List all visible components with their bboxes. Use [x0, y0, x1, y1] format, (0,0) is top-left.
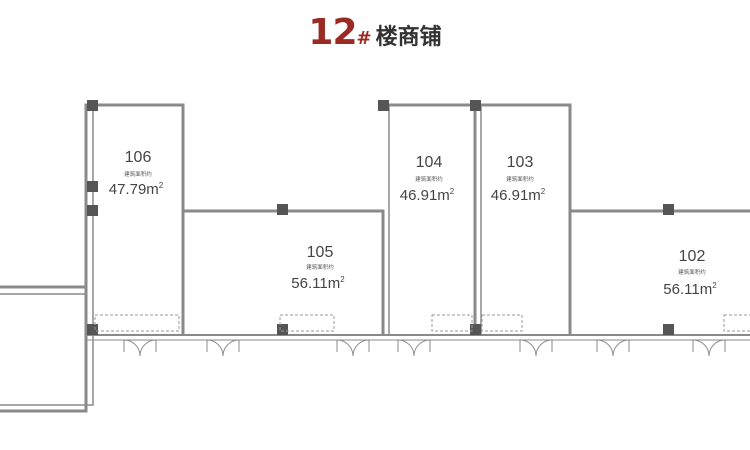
building-hash: # [356, 28, 372, 49]
building-number: 12 [308, 12, 357, 53]
unit-number: 103 [507, 154, 534, 171]
unit-number: 105 [307, 244, 334, 261]
counter-106 [94, 314, 180, 332]
unit-number: 106 [125, 149, 152, 166]
unit-area: 56.11m2 [663, 281, 717, 298]
unit-area: 47.79m2 [109, 181, 164, 198]
unit-104-label: 104 建筑面积约 46.91m2 [400, 154, 455, 204]
door [596, 339, 614, 357]
doors [123, 339, 726, 357]
door [397, 339, 415, 357]
door [139, 339, 157, 357]
unit-number: 104 [416, 154, 443, 171]
counter-103 [481, 314, 523, 332]
unit-106-label: 106 建筑面积约 47.79m2 [109, 149, 164, 198]
column [87, 324, 98, 335]
column [87, 100, 98, 111]
counter-104 [431, 314, 473, 332]
column [663, 204, 674, 215]
door [336, 339, 354, 357]
area-caption: 建筑面积约 [678, 268, 706, 276]
door [519, 339, 537, 357]
column [663, 324, 674, 335]
plan-title: 12#楼商铺 [0, 12, 750, 53]
door [352, 339, 370, 357]
counter-102 [723, 314, 750, 332]
column [87, 181, 98, 192]
door [692, 339, 710, 357]
wall-left-lower-inner [0, 335, 94, 406]
area-caption: 建筑面积约 [415, 175, 443, 183]
wall-unit-105 [183, 209, 385, 335]
unit-area: 46.91m2 [400, 187, 455, 204]
unit-102-label: 102 建筑面积约 56.11m2 [663, 248, 717, 298]
building-label: 楼商铺 [375, 25, 442, 50]
counters [94, 314, 750, 332]
unit-area: 56.11m2 [291, 275, 345, 292]
counter-105 [279, 314, 335, 332]
door [535, 339, 553, 357]
wall-unit-104-103 [383, 103, 572, 335]
column [87, 205, 98, 216]
area-caption: 建筑面积约 [124, 170, 152, 178]
column [470, 100, 481, 111]
wall-unit-106 [84, 103, 185, 335]
area-caption: 建筑面积约 [306, 263, 334, 271]
door [413, 339, 431, 357]
columns [87, 100, 674, 335]
column [277, 204, 288, 215]
column [470, 324, 481, 335]
wall-left-lower [0, 335, 88, 413]
unit-105-label: 105 建筑面积约 56.11m2 [291, 244, 345, 292]
column [277, 324, 288, 335]
unit-103-label: 103 建筑面积约 46.91m2 [491, 154, 546, 204]
door [123, 339, 141, 357]
door [708, 339, 726, 357]
door [206, 339, 224, 357]
area-caption: 建筑面积约 [506, 175, 534, 183]
unit-area: 46.91m2 [491, 187, 546, 204]
door [612, 339, 630, 357]
unit-number: 102 [679, 248, 706, 265]
column [378, 100, 389, 111]
walls [0, 103, 750, 413]
door [222, 339, 240, 357]
